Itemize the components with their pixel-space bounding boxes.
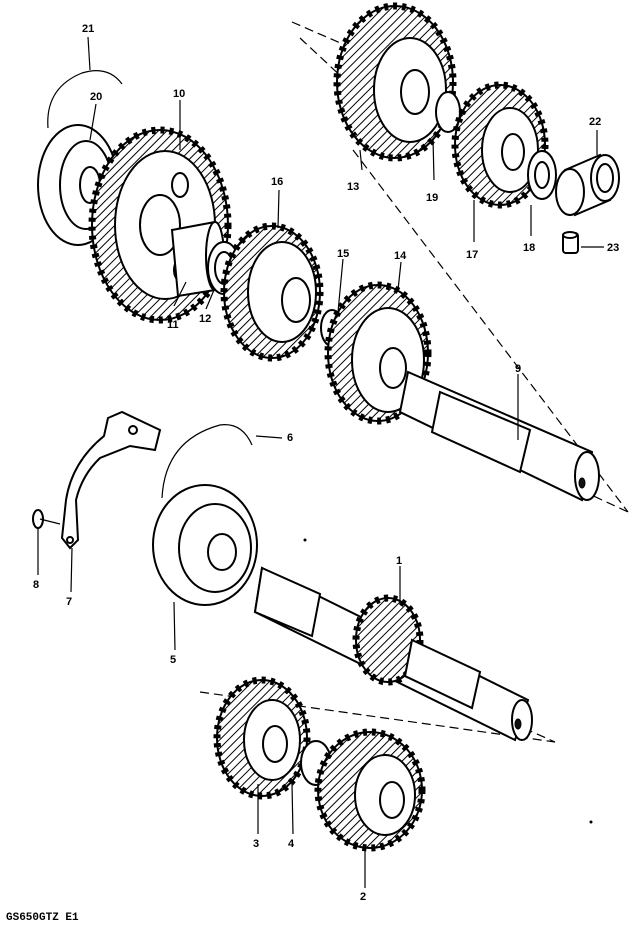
retainer-plate-part-7 bbox=[60, 410, 162, 550]
diagram-code: GS650GTZ E1 bbox=[6, 912, 79, 924]
gear-part-16 bbox=[220, 222, 324, 362]
callout-22: 22 bbox=[589, 116, 601, 128]
callout-18: 18 bbox=[523, 242, 535, 254]
circlip-part-21 bbox=[47, 70, 123, 129]
circlip-part-6 bbox=[161, 424, 253, 499]
callout-15: 15 bbox=[337, 248, 349, 260]
gear-part-2 bbox=[314, 728, 426, 852]
callout-2: 2 bbox=[360, 891, 366, 903]
callout-11: 11 bbox=[167, 319, 179, 331]
callout-14: 14 bbox=[394, 250, 407, 262]
washer-part-18 bbox=[527, 150, 557, 200]
bearing-part-5 bbox=[152, 484, 258, 606]
callout-8: 8 bbox=[33, 579, 39, 591]
gear-part-14 bbox=[324, 281, 432, 425]
callout-19: 19 bbox=[426, 192, 438, 204]
callout-4: 4 bbox=[288, 838, 295, 850]
callout-23: 23 bbox=[607, 242, 619, 254]
pin-part-23 bbox=[562, 231, 579, 254]
callout-9: 9 bbox=[515, 363, 521, 375]
callout-5: 5 bbox=[170, 654, 176, 666]
gear-part-3 bbox=[213, 676, 311, 800]
leader-lines bbox=[37, 36, 604, 888]
callout-10: 10 bbox=[173, 88, 185, 100]
callout-16: 16 bbox=[271, 176, 283, 188]
callout-17: 17 bbox=[466, 249, 478, 261]
callout-7: 7 bbox=[66, 596, 72, 608]
callout-labels: 21 20 10 11 12 16 15 14 9 13 19 17 18 22… bbox=[33, 23, 619, 903]
callout-12: 12 bbox=[199, 313, 211, 325]
needle-bearing-part-22 bbox=[555, 153, 620, 217]
countershaft-part-9 bbox=[398, 370, 600, 502]
gear-part-13 bbox=[333, 2, 457, 162]
callout-21: 21 bbox=[82, 23, 94, 35]
screw-part-8 bbox=[32, 509, 61, 529]
mainshaft-part-1 bbox=[253, 566, 533, 742]
callout-1: 1 bbox=[396, 555, 402, 567]
gear-part-17 bbox=[451, 81, 549, 209]
callout-13: 13 bbox=[347, 181, 359, 193]
callout-6: 6 bbox=[287, 432, 293, 444]
callout-20: 20 bbox=[90, 91, 102, 103]
scan-dot bbox=[589, 820, 593, 824]
scan-dot bbox=[303, 538, 307, 542]
callout-3: 3 bbox=[253, 838, 259, 850]
